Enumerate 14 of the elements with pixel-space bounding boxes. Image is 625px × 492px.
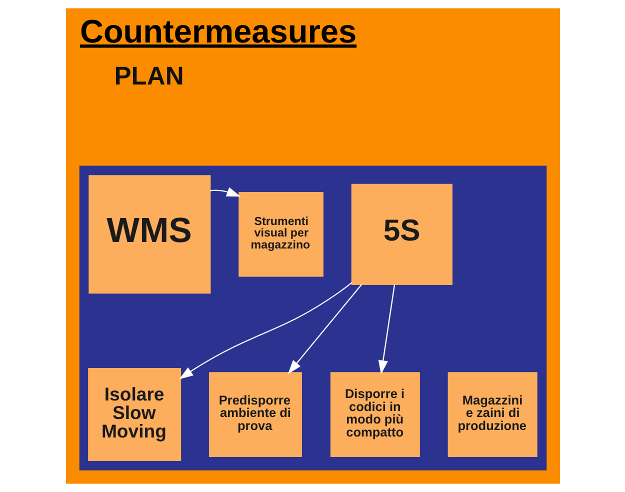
arrow [210, 187, 240, 197]
node-box: Magazzini e zaini di produzione [447, 372, 537, 457]
cluster [78, 166, 546, 470]
arrow [178, 282, 352, 380]
arrow [287, 284, 362, 374]
label: PLAN [114, 62, 184, 91]
node-box: Predisporre ambiente di prova [208, 372, 302, 457]
node-box: WMS [88, 175, 210, 294]
node-box: Disporre i codici in modo più compatto [330, 372, 420, 457]
node-box: Strumenti visual per magazzino [238, 192, 323, 277]
arrow [378, 284, 395, 374]
node-box: 5S [350, 184, 452, 285]
diagram-title: Countermeasures [79, 13, 356, 50]
node-box: Isolare Slow Moving [88, 368, 181, 462]
